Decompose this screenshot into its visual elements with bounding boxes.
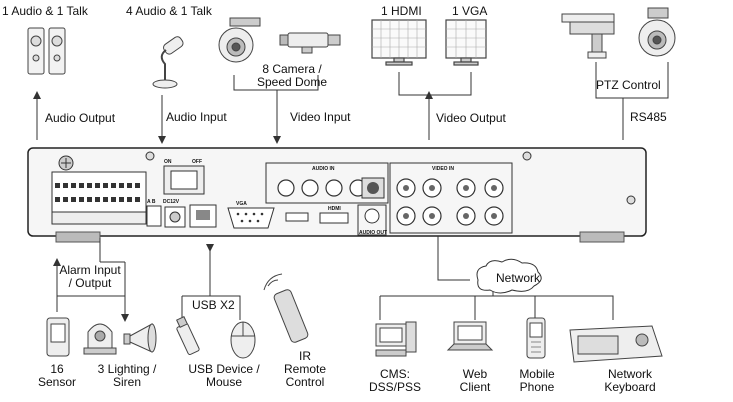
- label-rs485: RS485: [630, 110, 667, 124]
- label-ir-line1: IR: [299, 349, 311, 363]
- hdmi-monitor-icon: [371, 19, 427, 66]
- label-hdmi: 1 HDMI: [381, 4, 422, 18]
- sensor-icon: [46, 317, 70, 357]
- label-1-audio-talk: 1 Audio & 1 Talk: [2, 4, 88, 18]
- label-mobile-line2: Phone: [519, 380, 555, 394]
- vga-monitor-icon: [445, 19, 487, 66]
- label-usb-x2: USB X2: [192, 298, 235, 312]
- label-ir-line3: Control: [285, 375, 325, 389]
- mobile-phone-icon: [526, 317, 546, 359]
- laptop-icon: [446, 321, 494, 351]
- label-usb-line1: USB Device /: [188, 362, 260, 376]
- microphone-icon: [152, 36, 184, 89]
- label-lighting-line1: 3 Lighting /: [97, 362, 157, 376]
- label-camera-line1: 8 Camera /: [262, 62, 322, 76]
- usb-stick-icon: [176, 316, 200, 355]
- panel-on-label: ON: [164, 159, 172, 165]
- ptz-camera-icon: [561, 13, 615, 59]
- computer-icon: [375, 321, 417, 357]
- label-4-audio-talk: 4 Audio & 1 Talk: [126, 4, 212, 18]
- speaker-horn-icon: [123, 323, 157, 353]
- label-usb-line2: Mouse: [205, 375, 243, 389]
- network-cloud-icon: [476, 258, 542, 294]
- bullet-camera-icon: [279, 32, 341, 54]
- panel-dc12v-label: DC12V: [163, 199, 180, 205]
- label-video-output: Video Output: [436, 111, 506, 125]
- ptz-bracket: [595, 62, 669, 99]
- usb-bracket: [181, 295, 241, 320]
- panel-video-in-label: VIDEO IN: [432, 166, 454, 172]
- camera-bracket: [233, 75, 319, 91]
- panel-audio-in-label: AUDIO IN: [312, 166, 335, 172]
- label-sensor-line2: Sensor: [37, 375, 77, 389]
- label-network: Network: [496, 271, 541, 285]
- panel-audio-out-label: AUDIO OUT: [359, 230, 387, 236]
- network-keyboard-icon: [569, 325, 663, 363]
- speed-dome-icon: [218, 17, 261, 63]
- dvr-rear-panel: ON OFF A B DC12V VGA AUDIO IN HDMI: [27, 147, 647, 243]
- ptz-dome-icon: [638, 7, 676, 57]
- label-camera-line2: Speed Dome: [256, 75, 328, 89]
- speaker-icon: [27, 27, 66, 75]
- panel-vga-label: VGA: [236, 201, 247, 207]
- label-cms-line2: DSS/PSS: [368, 380, 422, 394]
- label-mobile-line1: Mobile: [519, 367, 555, 381]
- panel-off-label: OFF: [192, 159, 202, 165]
- label-web-line2: Client: [459, 380, 491, 394]
- label-keyboard-line2: Keyboard: [604, 380, 656, 394]
- monitor-bracket: [398, 72, 472, 96]
- label-alarm-line1: Alarm Input: [59, 263, 121, 277]
- mouse-icon: [230, 321, 256, 359]
- network-to-dvr: [437, 236, 470, 281]
- remote-control-icon: [263, 273, 309, 343]
- label-lighting-line2: Siren: [112, 375, 141, 389]
- label-video-input: Video Input: [290, 110, 351, 124]
- panel-ab-label: A B: [147, 199, 156, 205]
- label-alarm-line2: / Output: [68, 276, 112, 290]
- label-audio-input: Audio Input: [166, 110, 227, 124]
- label-web-line1: Web: [462, 367, 488, 381]
- siren-icon: [83, 323, 117, 355]
- label-cms-line1: CMS:: [380, 367, 410, 381]
- label-vga: 1 VGA: [452, 4, 488, 18]
- label-ir-line2: Remote: [283, 362, 327, 376]
- label-ptz-control: PTZ Control: [596, 78, 661, 92]
- label-keyboard-line1: Network: [607, 367, 652, 381]
- label-audio-output: Audio Output: [45, 111, 116, 125]
- label-sensor-line1: 16: [50, 362, 64, 376]
- panel-hdmi-label: HDMI: [328, 206, 341, 212]
